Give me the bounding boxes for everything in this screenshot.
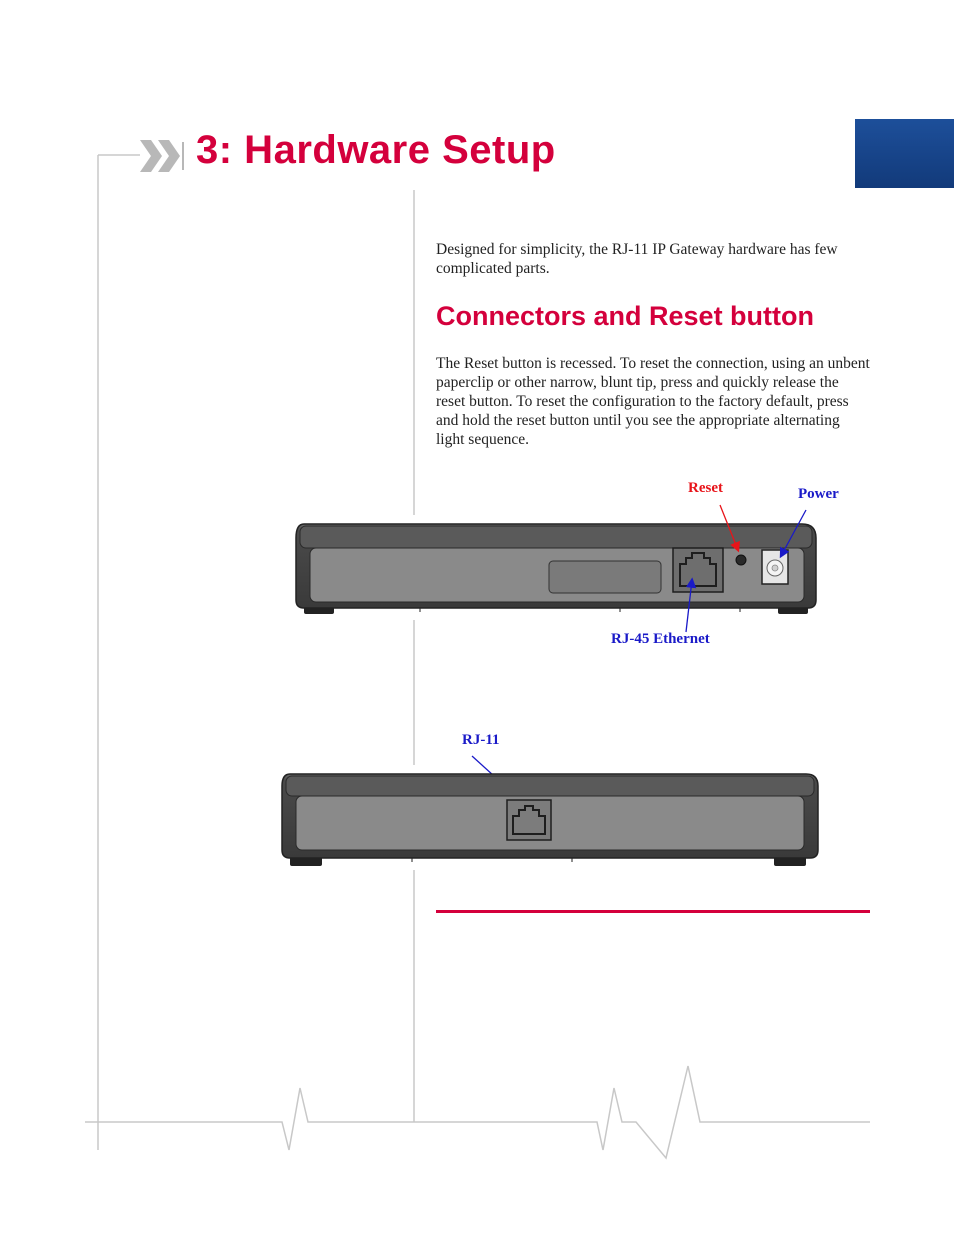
- gateway-front-panel-figure: [281, 773, 819, 866]
- ethernet-callout-arrow: [685, 577, 697, 633]
- section-divider: [436, 910, 870, 913]
- reset-callout-arrow: [719, 504, 740, 553]
- ethernet-label: RJ-45 Ethernet: [611, 631, 710, 647]
- rj11-label: RJ-11: [462, 732, 500, 748]
- chapter-title: 3: Hardware Setup: [196, 128, 556, 172]
- power-callout-arrow: [779, 509, 807, 559]
- intro-paragraph: Designed for simplicity, the RJ-11 IP Ga…: [436, 241, 838, 277]
- reset-paragraph: The Reset button is recessed. To reset t…: [436, 355, 870, 448]
- reset-label: Reset: [688, 480, 723, 496]
- chevron-ornament-icon: [140, 140, 184, 172]
- section-heading: Connectors and Reset button: [436, 301, 815, 331]
- power-label: Power: [798, 486, 839, 502]
- chapter-tab: [855, 119, 954, 188]
